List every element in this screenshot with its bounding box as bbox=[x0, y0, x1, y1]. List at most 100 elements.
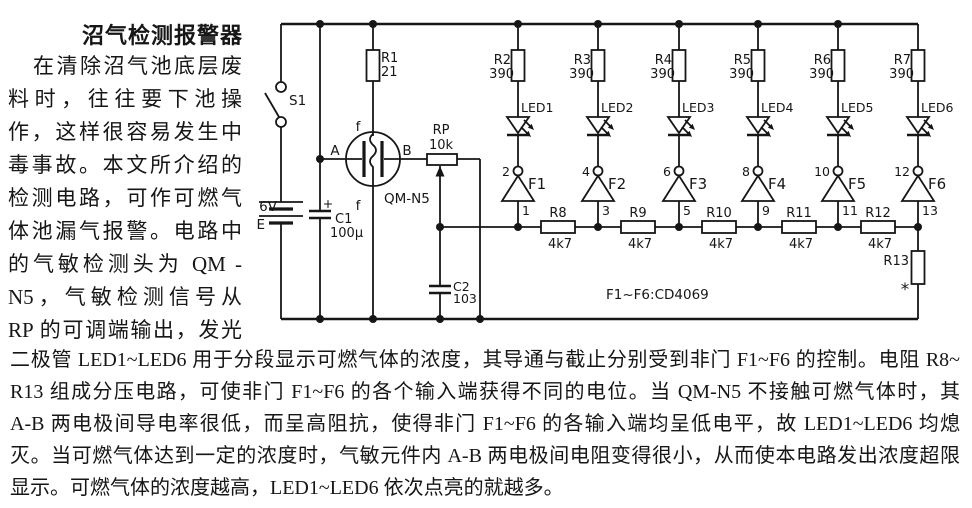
resistor-value: 4k7 bbox=[628, 237, 652, 252]
led-channel-5: R6 390 LED5 10 F5 11 bbox=[809, 24, 873, 231]
resistor-name: R8 bbox=[549, 206, 566, 221]
electrode-b-label: B bbox=[402, 143, 411, 159]
circuit-diagram: S1 6V E + C1 100μ R1 21 bbox=[256, 20, 953, 323]
c1-polarity: + bbox=[323, 196, 333, 211]
resistor-name: R3 bbox=[574, 53, 591, 68]
led-icon bbox=[825, 116, 851, 135]
led-label: LED5 bbox=[841, 100, 873, 115]
rp-value: 10k bbox=[429, 138, 454, 153]
led-label: LED6 bbox=[921, 100, 953, 115]
pin-in: 5 bbox=[683, 203, 691, 218]
pin-out: 6 bbox=[663, 164, 671, 179]
divider-resistor-r10: R10 4k7 bbox=[701, 206, 737, 252]
text-line: 在清除沼气池底层废 bbox=[33, 54, 242, 78]
divider-resistor-r12: R12 4k7 bbox=[860, 206, 896, 252]
divider-resistor-r11: R11 4k7 bbox=[781, 206, 817, 252]
ic-note: F1~F6:CD4069 bbox=[606, 287, 709, 303]
pin-in: 3 bbox=[602, 203, 610, 218]
led-channel-6: R7 390 LED6 12 F6 13 bbox=[889, 24, 953, 231]
led-channel-1: R2 390 LED1 2 F1 1 bbox=[489, 24, 553, 231]
led-channel-2: R3 390 LED2 4 F2 3 bbox=[569, 24, 633, 231]
article-title: 沼气检测报警器 bbox=[82, 23, 244, 48]
switch-label: S1 bbox=[289, 93, 306, 109]
filter-cap-c1: + C1 100μ bbox=[309, 196, 363, 241]
intro-column: 在清除沼气池底层废 料时，往往要下池操 作，这样很容易发生中 毒事故。本文所介绍… bbox=[8, 50, 242, 347]
resistor-value: 4k7 bbox=[548, 237, 572, 252]
led-channel-4: R5 390 LED4 8 F4 9 bbox=[729, 24, 793, 231]
c2-name: C2 bbox=[453, 279, 470, 294]
led-icon bbox=[905, 116, 931, 135]
text-line: 检测电路，可作可燃气 bbox=[8, 186, 242, 210]
text-line: A-B 两电极间导电率很低，而呈高阻抗，使得非门 F1~F6 的各输入端均呈低电… bbox=[10, 413, 960, 435]
resistor-value: 390 bbox=[569, 67, 594, 82]
rp-name: RP bbox=[433, 123, 450, 138]
resistor-name: R6 bbox=[814, 53, 831, 68]
gate-label: F4 bbox=[768, 175, 786, 193]
led-channel-3: R4 390 LED3 6 F3 5 bbox=[650, 24, 714, 231]
resistor-name: R7 bbox=[894, 53, 911, 68]
resistor-name: R11 bbox=[786, 206, 812, 221]
heater-top-label: f bbox=[356, 119, 362, 135]
sensor-heater bbox=[369, 133, 377, 186]
pin-out: 4 bbox=[582, 164, 590, 179]
text-line: 料时，往往要下池操 bbox=[8, 87, 242, 111]
resistor-name: R2 bbox=[494, 53, 511, 68]
text-line: N5，气敏检测信号从 bbox=[8, 285, 242, 309]
resistor-value: 390 bbox=[489, 67, 514, 82]
resistor-value: 390 bbox=[729, 67, 754, 82]
divider-resistor-r9: R9 4k7 bbox=[620, 206, 656, 252]
led-label: LED2 bbox=[601, 100, 633, 115]
resistor-value: 390 bbox=[889, 67, 914, 82]
sensor-name: QM-N5 bbox=[384, 191, 430, 207]
resistor-name: R4 bbox=[655, 53, 672, 68]
body-paragraph: 二极管 LED1~LED6 用于分段显示可燃气体的浓度，其导通与截止分别受到非门… bbox=[10, 344, 960, 504]
trim-resistor-r13: R13 * bbox=[883, 250, 926, 300]
potentiometer-rp: RP 10k bbox=[426, 123, 458, 177]
resistor-name: R5 bbox=[734, 53, 751, 68]
text-line: RP 的可调端输出，发光 bbox=[8, 318, 242, 342]
text-line: 体池漏气报警。电路中 bbox=[8, 219, 242, 243]
led-label: LED1 bbox=[521, 100, 553, 115]
text-line: 显示。可燃气体的浓度越高，LED1~LED6 依次点亮的就越多。 bbox=[10, 477, 564, 499]
pin-out: 2 bbox=[502, 164, 510, 179]
r1-value: 21 bbox=[381, 65, 398, 80]
divider-resistor-r8: R8 4k7 bbox=[540, 206, 576, 252]
text-line: 毒事故。本文所介绍的 bbox=[8, 153, 242, 177]
battery-voltage: 6V bbox=[259, 199, 278, 215]
resistor-name: R10 bbox=[706, 206, 732, 221]
led-label: LED4 bbox=[761, 100, 793, 115]
heater-resistor-r1: R1 21 bbox=[365, 49, 398, 82]
heater-bottom-label: f bbox=[356, 198, 362, 214]
pin-out: 10 bbox=[814, 164, 830, 179]
gas-sensor: A B f f QM-N5 bbox=[320, 119, 430, 214]
power-switch: S1 bbox=[264, 81, 306, 128]
battery-label: E bbox=[256, 217, 265, 233]
text-line: 的气敏检测头为 QM - bbox=[8, 252, 242, 276]
pin-in: 13 bbox=[922, 203, 938, 218]
gate-label: F1 bbox=[528, 175, 546, 193]
r13-name: R13 bbox=[883, 254, 909, 269]
pin-in: 11 bbox=[842, 203, 858, 218]
resistor-value: 4k7 bbox=[868, 237, 892, 252]
text-line: R13 组成分压电路，可使非门 F1~F6 的各个输入端获得不同的电位。当 QM… bbox=[10, 381, 960, 403]
r1-name: R1 bbox=[381, 51, 398, 66]
junction-dots bbox=[316, 20, 842, 323]
led-icon bbox=[745, 116, 771, 135]
resistor-value: 4k7 bbox=[789, 237, 813, 252]
resistor-name: R9 bbox=[629, 206, 646, 221]
resistor-value: 390 bbox=[809, 67, 834, 82]
led-icon bbox=[585, 116, 611, 135]
output-cap-c2: C2 103 bbox=[429, 279, 477, 306]
led-icon bbox=[505, 116, 531, 135]
pin-out: 8 bbox=[742, 164, 750, 179]
text-line: 灭。当可燃气体达到一定的浓度时，气敏元件内 A-B 两电极间电阻变得很小，从而使… bbox=[10, 445, 960, 467]
c2-value: 103 bbox=[453, 291, 477, 306]
c1-value: 100μ bbox=[330, 226, 363, 241]
c1-name: C1 bbox=[335, 212, 352, 227]
resistor-name: R12 bbox=[865, 206, 891, 221]
gate-label: F5 bbox=[848, 175, 866, 193]
gate-label: F3 bbox=[689, 175, 707, 193]
text-line: 作，这样很容易发生中 bbox=[8, 120, 242, 144]
led-icon bbox=[666, 116, 692, 135]
